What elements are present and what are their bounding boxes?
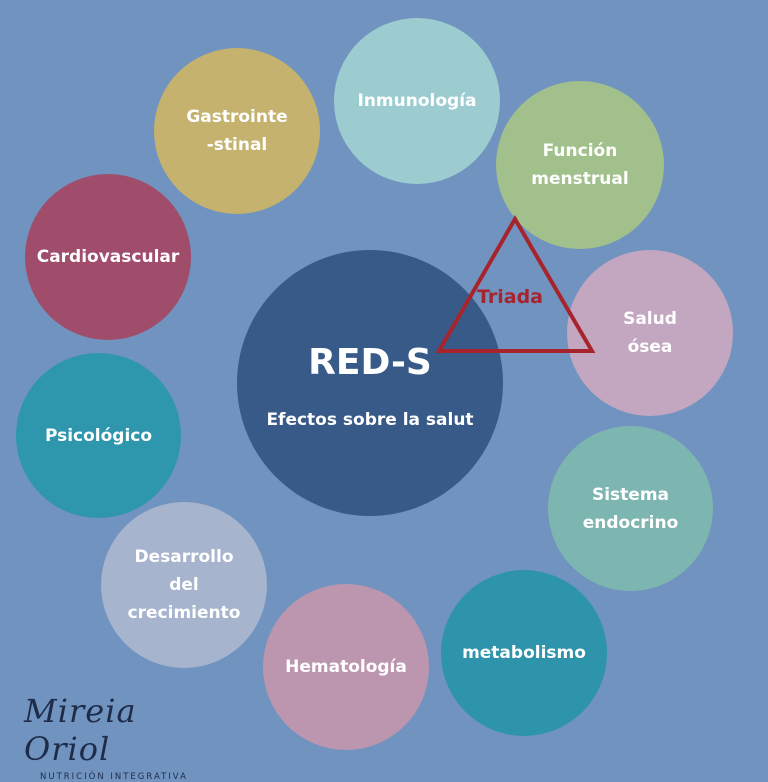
node-sistema-endocrino: Sistema endocrino	[548, 426, 713, 591]
node-label: -stinal	[206, 135, 268, 155]
node-label: Inmunología	[357, 91, 477, 111]
triad-label: Triada	[477, 286, 543, 308]
node-inmunologia: Inmunología	[334, 18, 500, 184]
node-psicologico: Psicológico	[16, 353, 181, 518]
brand-logo: Mireia Oriol NUTRICIÓN INTEGRATIVA	[24, 692, 224, 782]
logo-tagline: NUTRICIÓN INTEGRATIVA	[40, 772, 188, 782]
node-cardiovascular: Cardiovascular	[25, 174, 191, 340]
node-label: Gastrointe	[186, 107, 288, 127]
center-title: RED-S	[308, 342, 432, 383]
node-gastrointestinal: Gastrointe -stinal	[154, 48, 320, 214]
node-salud-osea: Salud ósea	[567, 250, 733, 416]
node-label: del	[169, 575, 199, 595]
node-label: crecimiento	[127, 603, 241, 623]
logo-name: Mireia Oriol	[24, 692, 137, 768]
node-label: ósea	[627, 337, 673, 357]
node-hematologia: Hematología	[263, 584, 429, 750]
node-label: Cardiovascular	[36, 247, 180, 267]
node-label: Sistema	[591, 484, 670, 505]
node-label: metabolismo	[462, 643, 586, 663]
node-label: Psicológico	[44, 425, 153, 446]
node-funcion-menstrual: Función menstrual	[496, 81, 664, 249]
node-label: Desarrollo	[134, 547, 234, 567]
node-label: endocrino	[582, 512, 679, 533]
node-label: menstrual	[531, 169, 629, 189]
node-label: Salud	[623, 309, 677, 329]
center-node-red-s: RED-S Efectos sobre la salut	[237, 250, 503, 516]
node-label: Hematología	[285, 657, 407, 677]
node-label: Función	[542, 141, 618, 161]
center-subtitle: Efectos sobre la salut	[266, 410, 474, 430]
node-metabolismo: metabolismo	[441, 570, 607, 736]
node-desarrollo-crecimiento: Desarrollo del crecimiento	[101, 502, 267, 668]
